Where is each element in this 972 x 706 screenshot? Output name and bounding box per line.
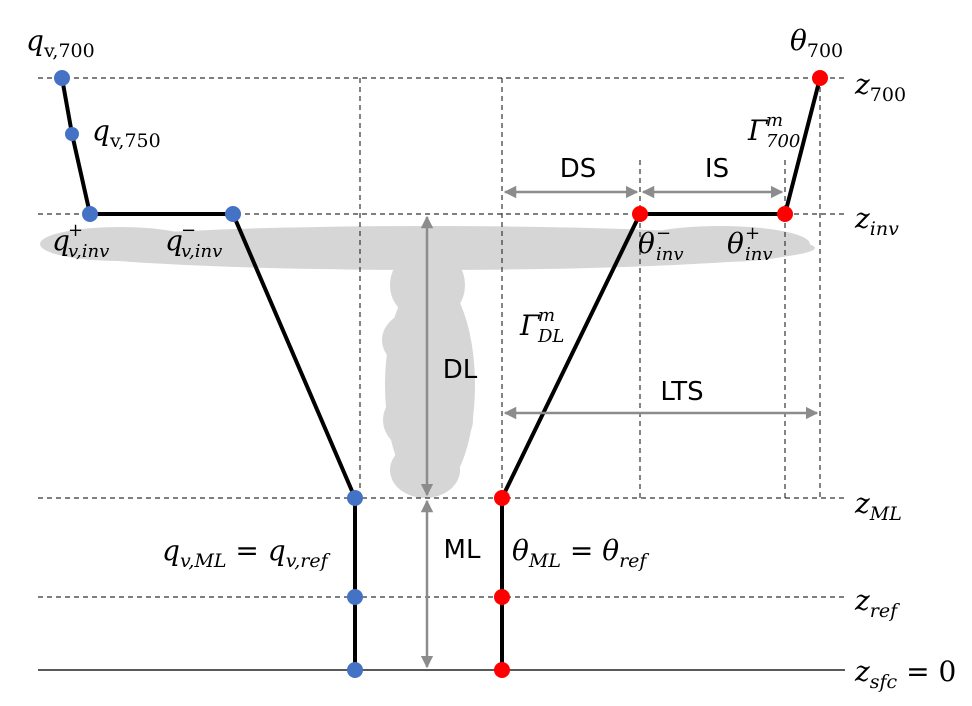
qvinv-plus-point <box>82 206 98 222</box>
qvinv-minus-label: q − v,inv <box>165 210 222 262</box>
thetainv-plus-label: θ + inv <box>727 213 773 265</box>
theta-equation: θML = θref <box>512 534 649 572</box>
cumulus-puff-3 <box>382 310 458 370</box>
level-labels: z700 zinv zML zref zsfc = 0 <box>854 68 956 693</box>
qvref-point <box>347 589 363 605</box>
theta-profile-line <box>500 76 822 672</box>
moisture-profile <box>54 70 363 678</box>
DL-label: DL <box>443 355 478 385</box>
level-lines <box>38 77 845 671</box>
temperature-labels: θ700 Γ m 700 θ − inv θ + inv Γ m DL <box>519 24 843 347</box>
qv700-point <box>54 70 70 86</box>
qv750-point <box>65 127 79 141</box>
qvML-point <box>347 490 363 506</box>
zML-label: zML <box>854 487 902 525</box>
cloud-deck-puff-left <box>40 227 200 261</box>
cumulus-puff-5 <box>390 442 460 498</box>
gamma700-label: Γ m 700 <box>747 100 800 152</box>
z700-label: z700 <box>854 68 906 106</box>
theta700-point <box>812 70 828 86</box>
equations: qv,ML = qv,ref θML = θref <box>162 534 649 572</box>
thetasfc-point <box>494 662 510 678</box>
temperature-profile <box>494 70 828 678</box>
zref-label: zref <box>854 584 900 622</box>
dimension-arrows <box>420 185 819 669</box>
layer-labels: DS IS DL LTS ML <box>443 154 729 565</box>
cloud-deck-puff-right <box>630 226 810 262</box>
thetainv-minus-point <box>632 206 648 222</box>
zsfc-label: zsfc = 0 <box>854 655 956 693</box>
qv-equation: qv,ML = qv,ref <box>162 534 331 572</box>
theta700-label: θ700 <box>790 24 843 62</box>
thetaML-point <box>494 490 510 506</box>
qvinv-minus-point <box>225 206 241 222</box>
cumulus-puff-2 <box>425 257 465 313</box>
thetainv-plus-point <box>777 206 793 222</box>
DS-label: DS <box>560 154 597 184</box>
thetainv-minus-label: θ − inv <box>638 213 684 265</box>
qv750-label: qv,750 <box>92 114 161 152</box>
IS-label: IS <box>705 154 729 184</box>
gammaDL-label: Γ m DL <box>519 295 564 347</box>
zinv-label: zinv <box>854 202 899 240</box>
qvsfc-point <box>347 662 363 678</box>
moisture-labels: qv,700 qv,750 q + v,inv q − v,inv <box>26 24 222 262</box>
thetaref-point <box>494 589 510 605</box>
qv700-label: qv,700 <box>26 24 95 62</box>
LTS-label: LTS <box>660 377 703 407</box>
qv-profile-line <box>60 76 357 672</box>
ML-label: ML <box>444 535 481 565</box>
qvinv-plus-label: q + v,inv <box>52 210 109 262</box>
